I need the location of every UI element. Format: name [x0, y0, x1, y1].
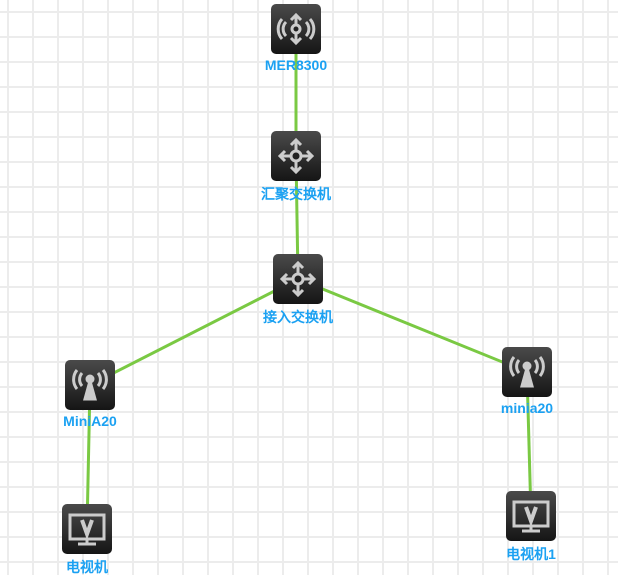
node-agg[interactable]: 汇聚交换机 [236, 131, 356, 204]
antenna-icon[interactable] [65, 360, 115, 410]
tv-icon[interactable] [506, 491, 556, 541]
node-label: 汇聚交换机 [261, 186, 331, 202]
node-label: MiniA20 [63, 413, 117, 429]
node-minia20b[interactable]: minia20 [467, 347, 587, 416]
wireless-ap-icon[interactable] [271, 4, 321, 54]
node-acc[interactable]: 接入交换机 [238, 254, 358, 327]
node-label: 电视机1 [506, 546, 556, 562]
node-tv1[interactable]: 电视机1 [471, 491, 591, 564]
tv-icon[interactable] [62, 504, 112, 554]
node-mer8300[interactable]: MER8300 [236, 4, 356, 73]
node-label: MER8300 [264, 57, 328, 73]
node-tv[interactable]: 电视机 [27, 504, 147, 577]
node-label: 电视机 [66, 559, 108, 575]
switch-icon[interactable] [271, 131, 321, 181]
switch-icon[interactable] [273, 254, 323, 304]
link-acc-minia20b[interactable] [297, 277, 528, 374]
node-label: minia20 [500, 400, 554, 416]
antenna-icon[interactable] [502, 347, 552, 397]
link-acc-minia20a[interactable] [89, 277, 299, 387]
node-label: 接入交换机 [263, 309, 333, 325]
node-minia20a[interactable]: MiniA20 [30, 360, 150, 429]
